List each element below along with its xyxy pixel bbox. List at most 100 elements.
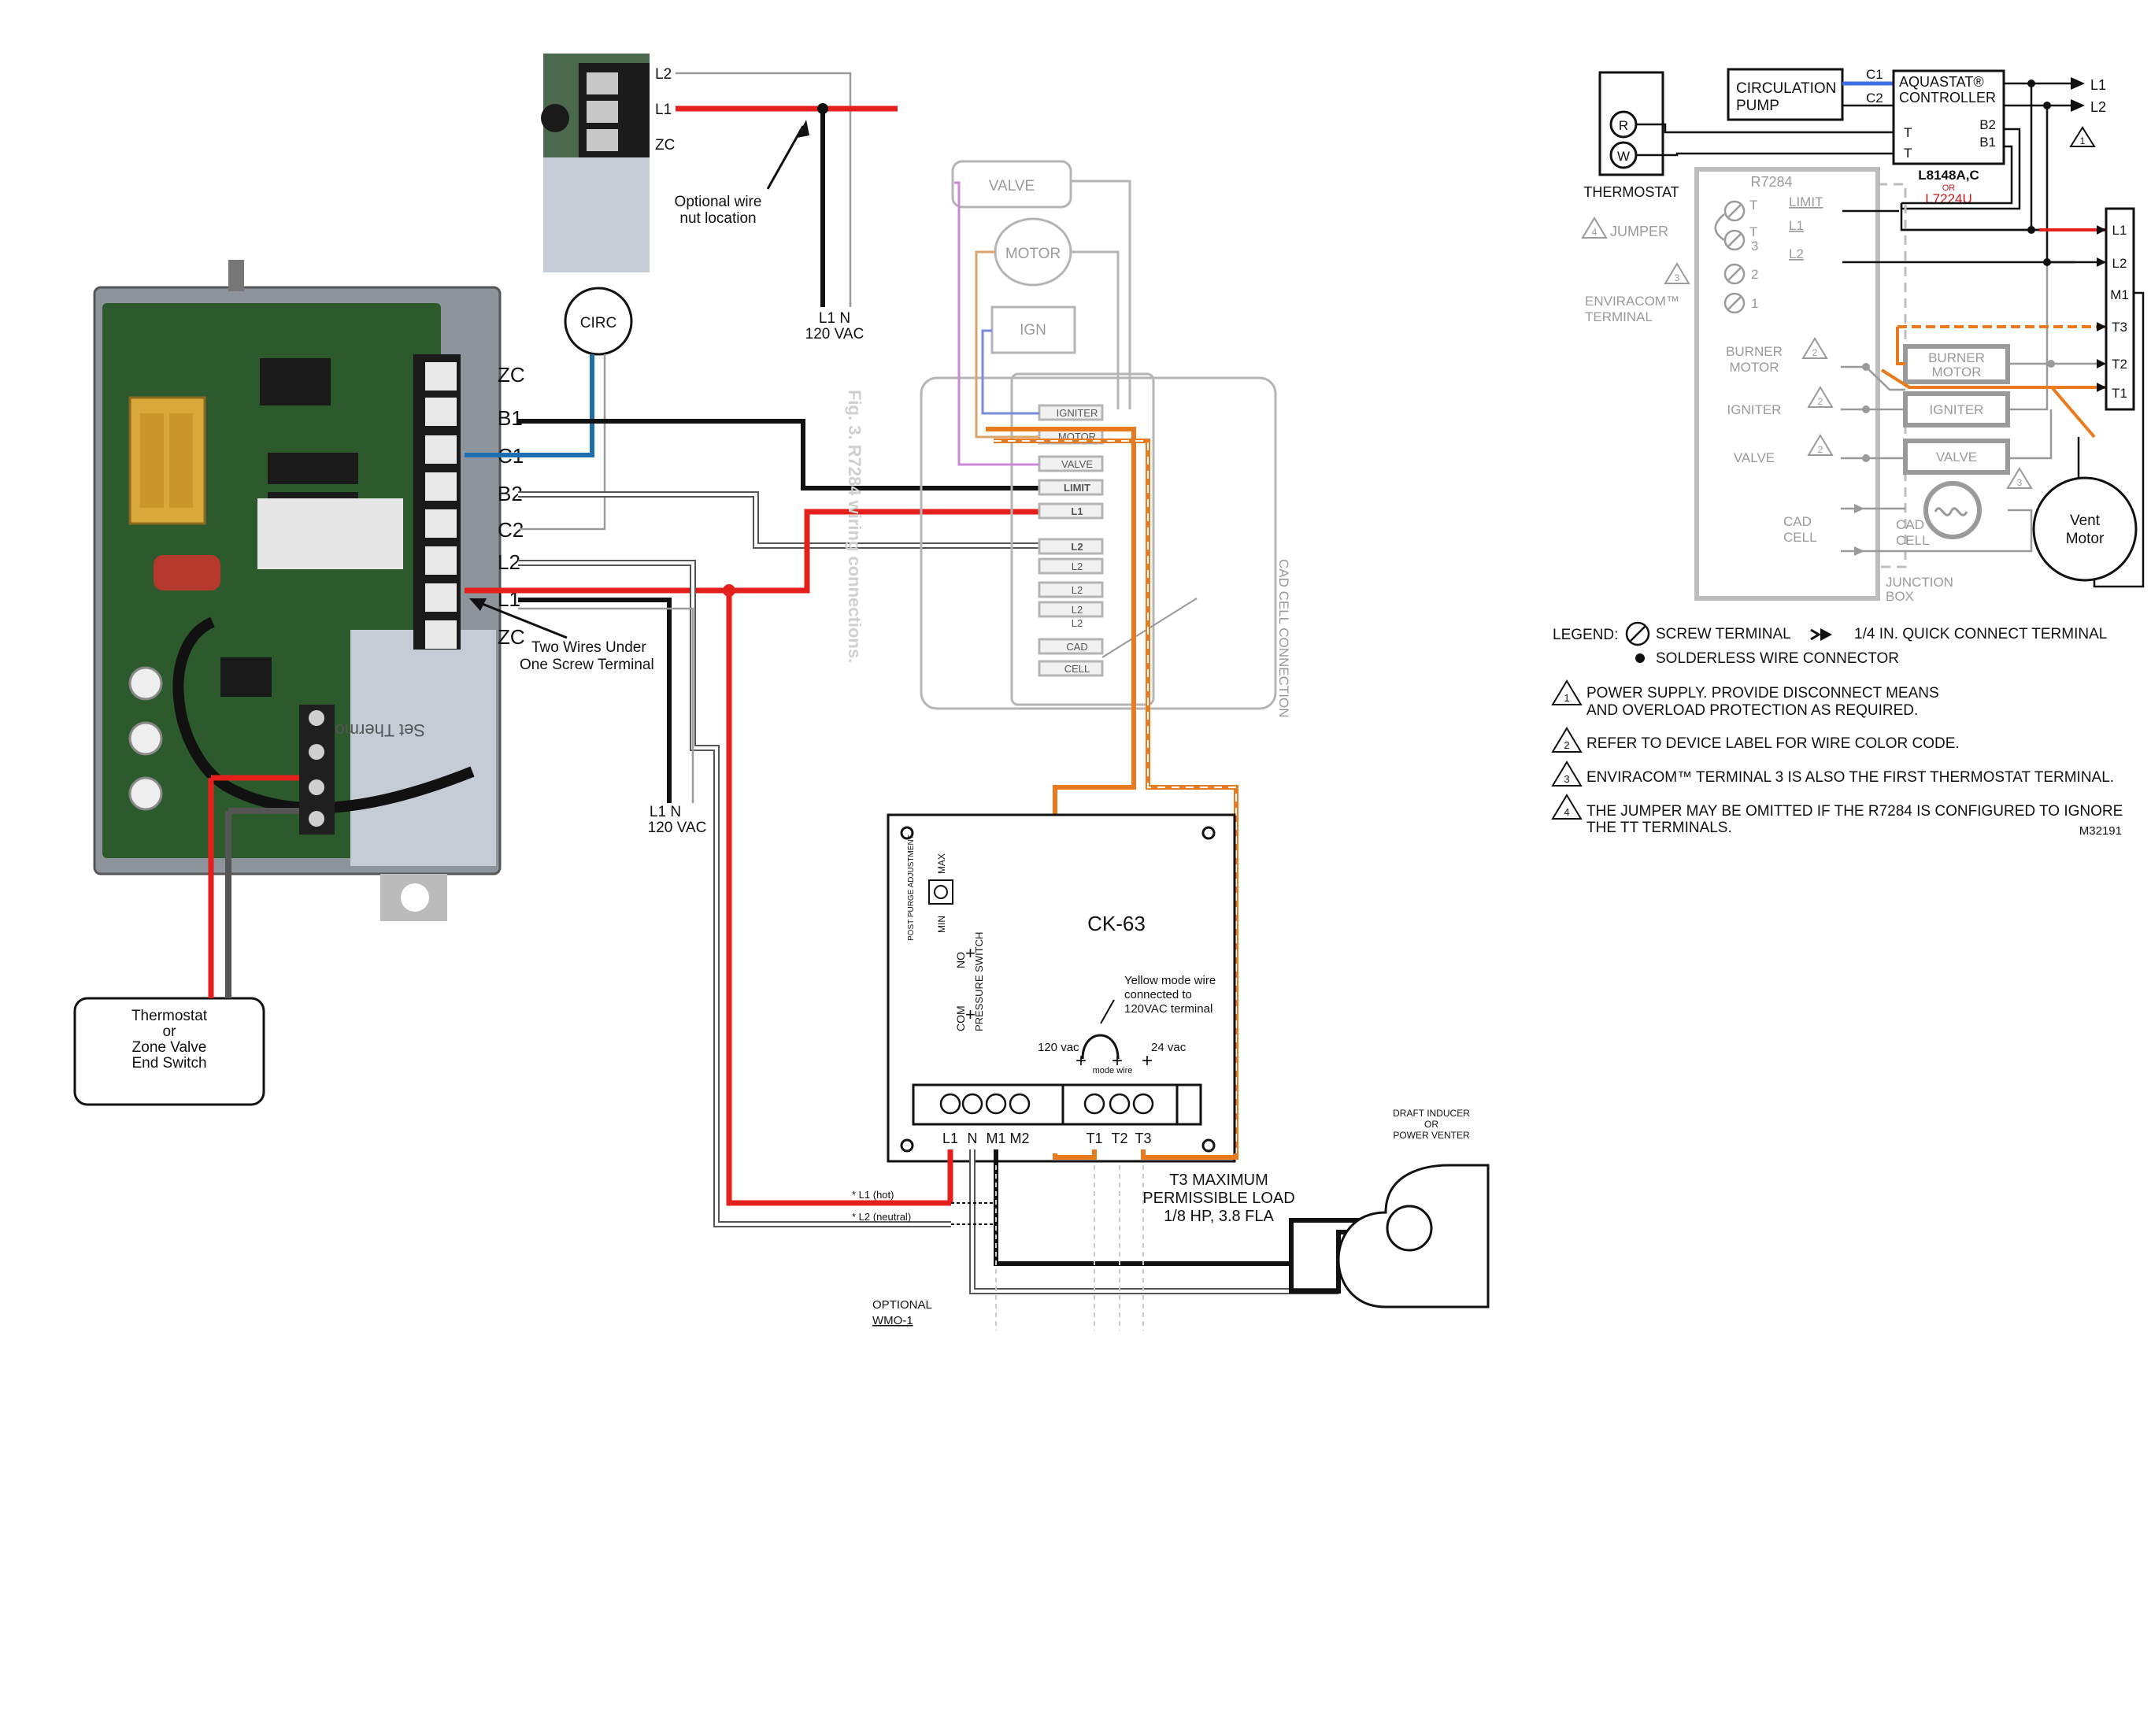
l1-hot-wire [465,509,1043,594]
draft-inducer-line1: DRAFT INDUCER [1393,1108,1470,1119]
l1-hot-label: * L1 (hot) [852,1189,894,1201]
b2-l2-wire [518,491,1043,549]
inset-terminal-l2: L2 [655,66,672,83]
ck63-screw-t3[interactable] [1132,1093,1154,1115]
ck63-screw-m1[interactable] [985,1093,1007,1115]
circ-pump-symbol: CIRC [564,287,633,356]
mode-wire-label: mode wire [1093,1066,1133,1075]
two-wires-note-line1: Two Wires Under [531,639,646,656]
ck63-com-label: COM [954,1005,967,1031]
note2-marker-icon [1551,727,1583,753]
note3-line1: ENVIRACOM™ TERMINAL 3 IS ALSO THE FIRST … [1586,769,2114,786]
inset-note-line1: Optional wire [675,194,762,210]
inset-supply-line2: 120 VAC [805,326,864,342]
terminal-label-zc-bottom: ZC [498,625,525,649]
motor-tan-wire [975,250,1039,439]
sch-c2: C2 [1866,91,1883,105]
c2-circ-wire [520,354,606,531]
sch-marker-3-a: 3 [1675,272,1680,283]
supply-n-wire [518,607,694,803]
inset-note-line2: nut location [679,210,756,227]
sch-limit: LIMIT [1789,194,1823,209]
sch-jumper-note: 4 JUMPER 3 ENVIRACOM™ TERMINAL [1581,217,1690,324]
sch-right-t2: T2 [2112,357,2127,372]
device-valve-label: VALVE [989,178,1035,194]
circulation-pump-line2: PUMP [1736,98,1779,114]
legend-solderless-label: SOLDERLESS WIRE CONNECTOR [1656,650,1899,667]
ck63-term-t3: T3 [1135,1131,1151,1146]
postpurge-max: MAX [936,853,947,874]
legend: LEGEND: SCREW TERMINAL 1/4 IN. QUICK CON… [1551,621,2123,838]
sch-marker-4: 4 [1592,227,1598,238]
board-terminal-limit: LIMIT [1064,482,1090,494]
note4-marker-icon [1551,794,1583,820]
legend-code: M32191 [2079,824,2122,838]
aquastat-model: L8148A,C [1918,168,1979,183]
svg-text:+: + [965,1005,976,1024]
ck63-screw-l1[interactable] [939,1093,961,1115]
device-ign-label: IGN [1020,322,1046,339]
thermostat-box-line4: End Switch [131,1055,206,1072]
board-terminal-cad: CAD [1066,641,1087,653]
vent-motor-line1: Vent [2070,513,2101,529]
sch-cad-right-2: CELL [1896,533,1930,548]
legend-title: LEGEND: [1553,627,1618,643]
thermostat-w: W [1617,149,1630,164]
faint-dashed-wires [995,1165,1144,1331]
sch-burner-line1: BURNER [1726,344,1783,359]
sch-l1-inner: L1 [1789,218,1804,233]
sch-t2: T [1749,224,1757,239]
junction-box-line2: BOX [1886,589,1914,604]
terminal-label-c2: C2 [498,518,524,542]
sch-cad-left-2: CELL [1783,530,1817,545]
ck63-screw-t2[interactable] [1109,1093,1131,1115]
aquastat-b1: B1 [1979,135,1996,150]
sch-right-t3: T3 [2112,320,2127,335]
svg-text:+: + [1142,1050,1153,1072]
ck63-title: CK-63 [1087,912,1146,935]
postpurge-label: POST PURGE ADJUSTMENT [907,835,916,941]
schematic-thermostat-label: THERMOSTAT [1583,184,1679,200]
inset-terminal-zc: ZC [655,137,675,154]
ck63-n-wire [969,1149,1338,1294]
sch-marker-1-top: 1 [2080,135,2086,146]
circulation-pump-line1: CIRCULATION [1736,80,1836,97]
svg-text:+: + [1112,1050,1123,1072]
board-terminal-cell: CELL [1064,663,1090,675]
sch-igniter-box: IGNITER [1930,402,1984,417]
legend-solderless-icon [1635,653,1645,663]
inset-terminal-l1: L1 [655,102,672,118]
aquastat-line1: AQUASTAT® [1899,74,1984,90]
sch-marker-2-b: 2 [1818,396,1823,407]
sch-right-m1: M1 [2110,287,2129,302]
supply-left-line1: L1 N [650,804,681,820]
two-wires-note: Two Wires Under One Screw Terminal [469,598,654,673]
sch-jumper-label: JUMPER [1610,224,1668,239]
draft-inducer-symbol: DRAFT INDUCER OR POWER VENTER [1337,1108,1490,1308]
sch-num-2: 2 [1751,267,1758,282]
sch-t1: T [1749,198,1757,213]
draft-inducer-line2: OR [1424,1119,1438,1130]
note1-line1: POWER SUPPLY. PROVIDE DISCONNECT MEANS [1586,685,1939,701]
sch-num-1: 1 [1751,296,1758,311]
ck63-screw-n[interactable] [961,1093,983,1115]
sch-right-l2: L2 [2112,256,2127,271]
note1-num: 1 [1564,692,1569,704]
note1-marker-icon [1551,679,1583,705]
ck63-screw-m2[interactable] [1009,1093,1031,1115]
board-terminal-l2-c: L2 [1072,584,1083,596]
note4-line2: THE TT TERMINALS. [1586,820,1732,836]
ck63-120vac-label: 120 vac [1038,1041,1079,1054]
ck63-term-m2: M2 [1009,1131,1029,1146]
board-terminal-valve: VALVE [1061,458,1093,470]
sch-right-t1: T1 [2112,386,2127,401]
thermostat-box-line3: Zone Valve [132,1039,207,1056]
postpurge-adjust-knob[interactable] [934,885,948,899]
note2-num: 2 [1564,739,1569,751]
aquastat-line2: CONTROLLER [1899,90,1996,105]
sch-l2-inner: L2 [1789,246,1804,261]
ign-blue-wire [981,329,1039,415]
ck63-screw-t1[interactable] [1083,1093,1105,1115]
note3-marker-icon [1551,761,1583,787]
sch-burner-box-1: BURNER [1928,350,1985,365]
